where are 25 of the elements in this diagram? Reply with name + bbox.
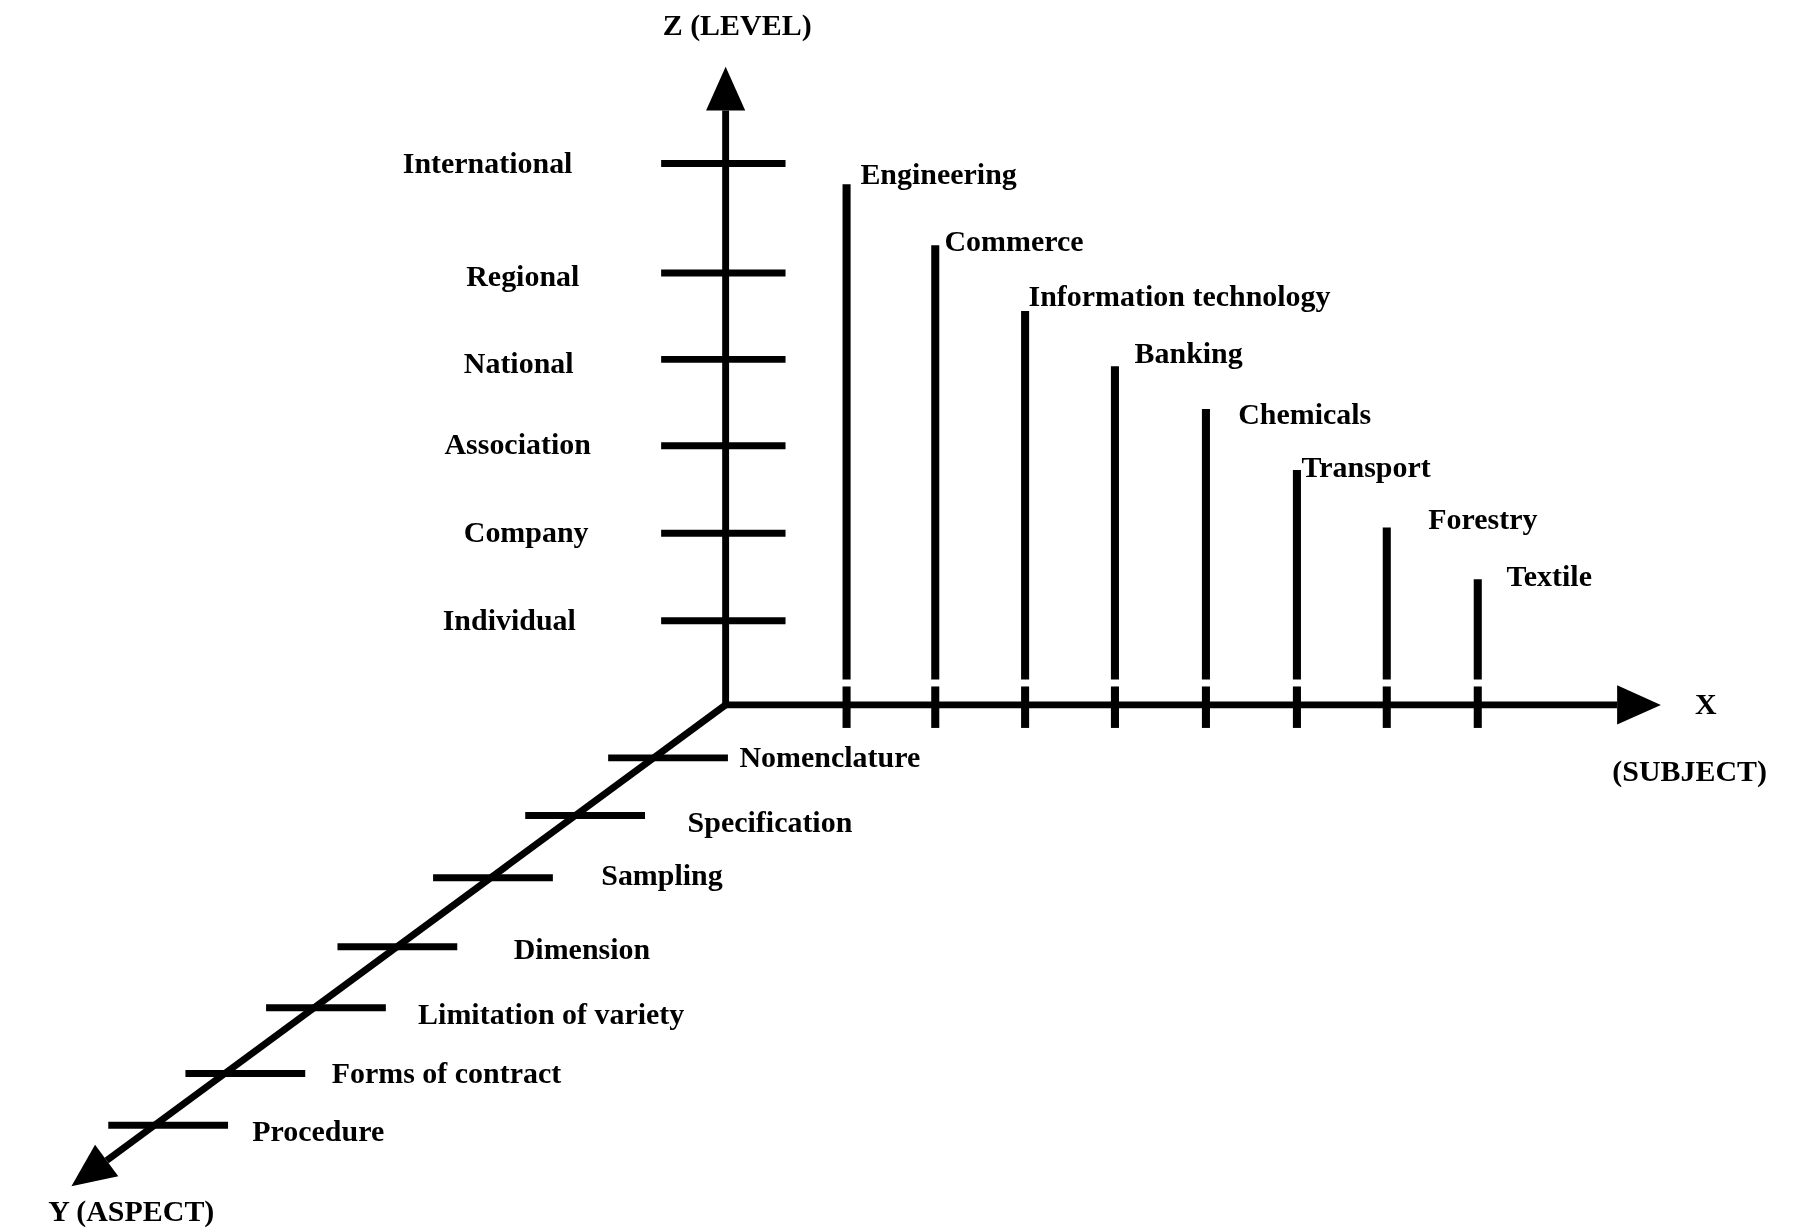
subject-label: Transport: [1301, 450, 1431, 485]
aspect-label: Dimension: [513, 932, 651, 968]
aspect-label: Nomenclature: [739, 740, 921, 776]
aspect-label: Procedure: [252, 1114, 385, 1150]
axis-title: Z (LEVEL): [662, 8, 812, 43]
level-label: Regional: [466, 259, 580, 294]
level-label: National: [463, 346, 574, 382]
subject-label: Engineering: [860, 157, 1017, 193]
axis-title: Y (ASPECT): [48, 1194, 215, 1229]
aspect-label: Limitation of variety: [418, 997, 685, 1032]
axis-title: (SUBJECT): [1612, 754, 1768, 789]
aspect-label: Forms of contract: [331, 1056, 562, 1091]
subject-label: Banking: [1134, 336, 1243, 371]
axis-title: X: [1695, 687, 1717, 723]
subject-label: Textile: [1506, 559, 1592, 595]
subject-label: Forestry: [1428, 502, 1538, 537]
subject-label: Commerce: [944, 224, 1084, 260]
aspect-label: Sampling: [601, 858, 723, 893]
level-label: Association: [444, 427, 591, 462]
level-label: International: [402, 146, 573, 181]
aspect-label: Specification: [687, 805, 853, 840]
level-label: Individual: [442, 603, 576, 639]
subject-label: Information technology: [1028, 279, 1331, 315]
level-label: Company: [463, 516, 589, 551]
subject-label: Chemicals: [1238, 397, 1372, 432]
